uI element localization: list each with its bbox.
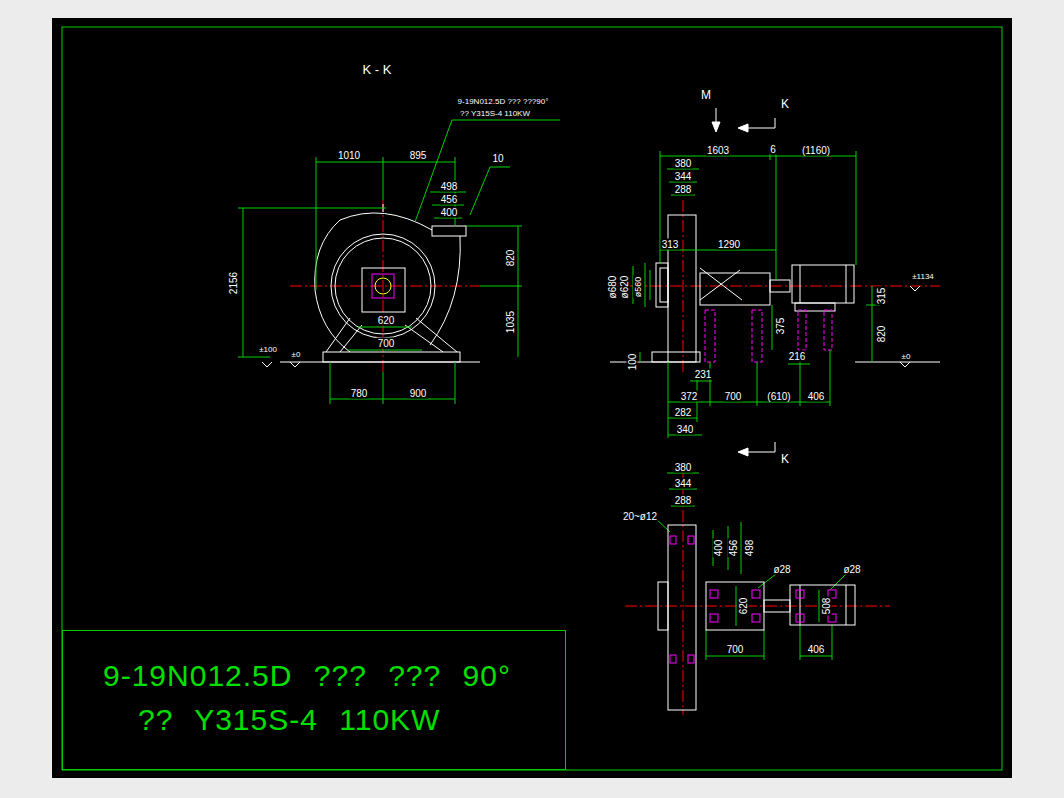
- dimension-label: 406: [807, 391, 826, 402]
- dimension-label: 375: [775, 317, 786, 336]
- dimension-label: 498: [744, 539, 755, 558]
- dimension-label: ø620: [619, 275, 630, 300]
- dimension-label: 400: [713, 539, 724, 558]
- dimension-label: 344: [674, 478, 693, 489]
- dimension-label: 456: [728, 539, 739, 558]
- dimension-label: 380: [674, 462, 693, 473]
- dimension-label: ±0: [901, 352, 912, 361]
- dimension-label: 508: [821, 597, 832, 616]
- dimension-label: 1035: [505, 310, 516, 334]
- dimension-label: 10: [491, 153, 504, 164]
- dimension-label: 700: [726, 644, 745, 655]
- dimension-label: 313: [661, 239, 680, 250]
- dimension-label: 2156: [228, 271, 239, 295]
- dimension-label: 288: [674, 184, 693, 195]
- dimension-label: (610): [766, 391, 791, 402]
- dimension-label: 820: [505, 249, 516, 268]
- dimension-label: 344: [674, 171, 693, 182]
- dimension-label: 900: [409, 388, 428, 399]
- dimension-label: 1010: [337, 150, 361, 161]
- dimension-label: 620: [377, 315, 396, 326]
- dimension-label: ø28: [842, 564, 861, 575]
- dimension-label: K: [780, 98, 790, 111]
- dimension-label: 700: [377, 338, 396, 349]
- dimension-label: 6: [769, 144, 777, 155]
- dimension-label: 780: [350, 388, 369, 399]
- dimension-label: 820: [876, 325, 887, 344]
- dimension-label: 895: [409, 150, 428, 161]
- dimension-label: 288: [674, 495, 693, 506]
- dimension-label: 216: [788, 351, 807, 362]
- dimension-label: ±0: [291, 350, 302, 359]
- dimension-label: 340: [676, 424, 695, 435]
- dimension-label: 456: [440, 194, 459, 205]
- dimension-label: 400: [440, 207, 459, 218]
- dimension-label: K - K: [362, 63, 393, 77]
- dimension-label: 282: [674, 407, 693, 418]
- dimension-label: 100: [627, 353, 638, 372]
- dimension-label: 372: [680, 391, 699, 402]
- dimension-label: ø560: [633, 276, 643, 299]
- dimension-label: 315: [876, 287, 887, 306]
- dimension-label: ±100: [258, 345, 278, 354]
- dimension-label: ø680: [607, 275, 618, 300]
- dimension-label: ?? Y315S-4 110KW: [459, 109, 531, 118]
- dimension-label: K: [780, 453, 790, 466]
- title-block: 9-19N012.5D ??? ??? 90° ?? Y315S-4 110KW: [62, 630, 566, 770]
- dimension-label: 231: [694, 369, 713, 380]
- dimension-label: ø28: [772, 564, 791, 575]
- dimension-label: 406: [807, 644, 826, 655]
- dimension-label: 1290: [717, 239, 741, 250]
- dimension-label: 9-19N012.5D ??? ???90°: [457, 97, 550, 106]
- dimension-label: M: [700, 89, 712, 102]
- dimension-label: 700: [724, 391, 743, 402]
- dimension-label: 1603: [706, 145, 730, 156]
- dimension-label: 498: [440, 181, 459, 192]
- dimension-label: ±1134: [911, 272, 935, 281]
- title-text: ?? Y315S-4 110KW: [138, 703, 440, 737]
- dimension-label: 380: [674, 158, 693, 169]
- dimension-label: (1160): [801, 145, 831, 156]
- dimension-label: 620: [738, 597, 749, 616]
- title-text: 9-19N012.5D ??? ??? 90°: [103, 659, 511, 693]
- dimension-label: 20~ø12: [622, 511, 658, 522]
